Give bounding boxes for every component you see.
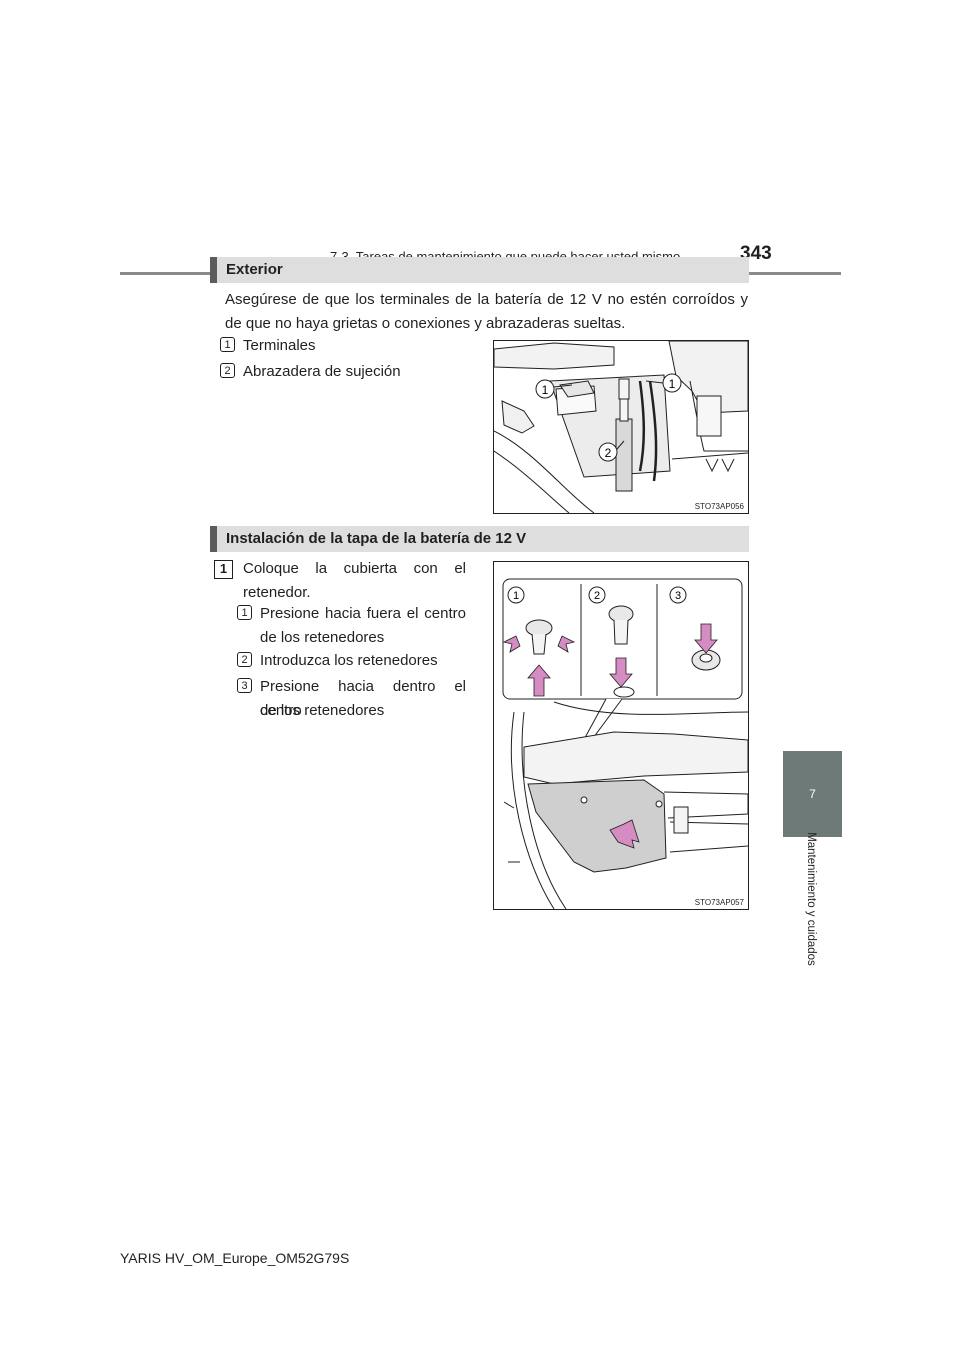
step-line-2: retenedor.: [243, 584, 311, 601]
substep-line-2: de los retenedores: [260, 629, 385, 646]
item-number: 1: [220, 337, 235, 352]
panel-numbers: 1 2 3: [507, 586, 687, 604]
substep-number: 3: [237, 678, 252, 693]
section-title: Instalación de la tapa de la batería de …: [226, 530, 527, 547]
substep-line-1: Presione hacia dentro el centro: [260, 678, 466, 719]
install-arrow-icon: [609, 819, 640, 849]
arrow-out-left-icon: [502, 635, 521, 653]
section-bar: [210, 526, 217, 552]
intro-line-2: de que no haya grietas o conexiones y ab…: [225, 315, 626, 332]
battery-illustration: 1 1 2: [493, 340, 749, 514]
arrow-out-right-icon: [557, 635, 576, 653]
chapter-title: Mantenimiento y cuidados: [805, 832, 817, 966]
callout-label: 1: [542, 383, 549, 397]
callout-label: 1: [669, 377, 676, 391]
substep-line-1: Presione hacia fuera el centro: [260, 605, 466, 622]
callout-circles: 1 1 2: [535, 373, 682, 462]
intro-line-1: Asegúrese de que los terminales de la ba…: [225, 291, 748, 308]
item-label-abrazadera: Abrazadera de sujeción: [243, 363, 401, 380]
section-heading-cover: Instalación de la tapa de la batería de …: [210, 526, 749, 552]
arrow-up-icon: [527, 664, 551, 697]
panel-label: 2: [594, 590, 600, 602]
section-title: Exterior: [226, 261, 283, 278]
substep-line-2: de los retenedores: [260, 702, 385, 719]
panel-label: 3: [675, 590, 681, 602]
substep-number: 2: [237, 652, 252, 667]
direction-arrows: [502, 623, 718, 849]
callout-label: 2: [605, 446, 612, 460]
arrow-down-icon: [694, 623, 718, 654]
substep-line-1: Introduzca los retenedores: [260, 652, 438, 669]
cover-figure: 1 2 3 STO73AP057: [493, 561, 749, 910]
section-heading-exterior: Exterior: [210, 257, 749, 283]
figure-code: STO73AP057: [694, 898, 744, 907]
substep-number: 1: [237, 605, 252, 620]
arrow-down-icon: [609, 657, 633, 688]
panel-label: 1: [513, 590, 519, 602]
chapter-title-vertical: Mantenimiento y cuidados: [801, 832, 821, 975]
item-number: 2: [220, 363, 235, 378]
item-label-terminales: Terminales: [243, 337, 316, 354]
step-line-1: Coloque la cubierta con el: [243, 560, 466, 577]
chapter-tab: 7: [783, 751, 842, 837]
section-bar: [210, 257, 217, 283]
cover-illustration: 1 2 3: [502, 578, 749, 910]
footer-doc-id: YARIS HV_OM_Europe_OM52G79S: [120, 1250, 350, 1266]
battery-figure: 1 1 2 STO73AP056: [493, 340, 749, 514]
step-number: 1: [214, 560, 233, 579]
figure-code: STO73AP056: [694, 502, 744, 511]
